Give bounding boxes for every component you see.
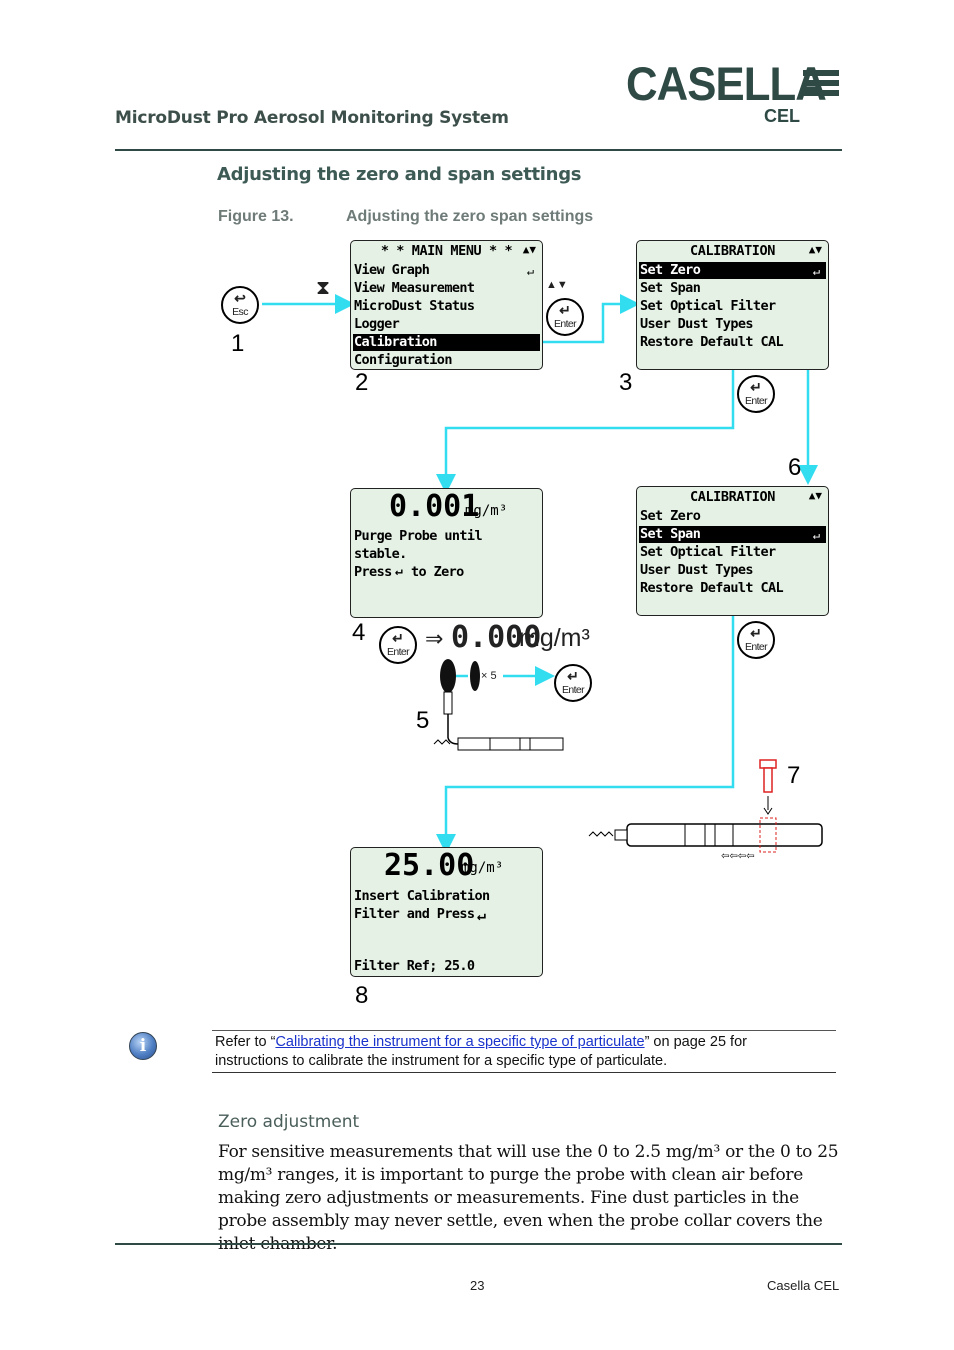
step-number-8: 8 bbox=[355, 982, 369, 1009]
enter-button-label: Enter bbox=[553, 318, 577, 330]
span-instruction-line-1: Insert Calibration bbox=[354, 888, 490, 904]
zero-instruction-line-3: Press bbox=[354, 564, 392, 580]
zero-instruction-line-4: to Zero bbox=[411, 564, 464, 580]
figure-title: Adjusting the zero span settings bbox=[346, 208, 594, 225]
zero-instruction-line-1: Purge Probe until bbox=[354, 528, 483, 544]
calibration-filter-probe-icon: ⇦⇦⇦⇦ bbox=[588, 759, 823, 862]
enter-icon: ↵ bbox=[812, 528, 820, 542]
zero-adjustment-paragraph: For sensitive measurements that will use… bbox=[218, 1142, 839, 1254]
menu-item-view-graph[interactable]: View Graph bbox=[354, 262, 430, 278]
enter-button[interactable]: ↵ Enter bbox=[379, 626, 417, 664]
enter-button[interactable]: ↵ Enter bbox=[737, 621, 775, 659]
menu-item-user-dust-types[interactable]: User Dust Types bbox=[640, 562, 754, 578]
main-menu-screen: * * MAIN MENU * * ▲▼ View Graph ↵ View M… bbox=[350, 240, 543, 370]
enter-button[interactable]: ↵ Enter bbox=[554, 664, 592, 702]
enter-button-label: Enter bbox=[744, 395, 768, 407]
menu-item-microdust-status[interactable]: MicroDust Status bbox=[354, 298, 475, 314]
menu-item-set-span[interactable]: Set Span bbox=[639, 526, 826, 543]
menu-item-restore-default-cal[interactable]: Restore Default CAL bbox=[640, 334, 784, 350]
hourglass-icon: ⧗ bbox=[316, 277, 331, 299]
enter-arrow-icon: ↵ bbox=[750, 379, 762, 395]
step-number-6: 6 bbox=[788, 454, 802, 481]
note-text: Refer to “Calibrating the instrument for… bbox=[215, 1033, 815, 1071]
span-reading-unit: mg/m³ bbox=[461, 860, 504, 876]
note-suffix: ” on page 25 for instructions to calibra… bbox=[215, 1034, 747, 1069]
zero-adjustment-heading: Zero adjustment bbox=[218, 1112, 360, 1132]
menu-item-user-dust-types[interactable]: User Dust Types bbox=[640, 316, 754, 332]
calibration-menu-screen-zero: CALIBRATION ▲▼ Set Zero ↵ Set Span Set O… bbox=[636, 240, 829, 370]
enter-arrow-icon: ↵ bbox=[392, 630, 404, 646]
zero-result-reading: 0.000 bbox=[451, 620, 542, 655]
step-number-5: 5 bbox=[416, 707, 430, 734]
menu-item-set-zero[interactable]: Set Zero bbox=[639, 262, 826, 279]
enter-arrow-icon: ↵ bbox=[567, 668, 579, 684]
menu-item-set-zero[interactable]: Set Zero bbox=[640, 508, 701, 524]
note-prefix: Refer to “ bbox=[215, 1034, 276, 1050]
enter-icon: ↵ bbox=[477, 906, 487, 924]
filter-reference: Filter Ref; 25.0 bbox=[354, 958, 475, 974]
casella-logo-sub: CEL bbox=[764, 106, 800, 126]
menu-item-restore-default-cal[interactable]: Restore Default CAL bbox=[640, 580, 784, 596]
step-number-2: 2 bbox=[355, 369, 369, 396]
document-title: MicroDust Pro Aerosol Monitoring System bbox=[115, 108, 509, 128]
step-number-1: 1 bbox=[231, 330, 245, 357]
footer-company: Casella CEL bbox=[767, 1278, 840, 1293]
span-reading: 25.00 bbox=[384, 848, 475, 883]
casella-logo-bars-icon bbox=[803, 70, 839, 100]
up-down-arrows-icon: ▲▼ bbox=[546, 279, 568, 291]
back-arrow-icon: ↩ bbox=[234, 290, 246, 306]
enter-button[interactable]: ↵ Enter bbox=[737, 375, 775, 413]
menu-item-set-span[interactable]: Set Span bbox=[640, 280, 701, 296]
info-icon: i bbox=[129, 1032, 157, 1060]
enter-button[interactable]: ↵ Enter bbox=[546, 298, 584, 336]
enter-icon: ↵ bbox=[812, 264, 820, 278]
esc-button[interactable]: ↩ Esc bbox=[221, 286, 259, 324]
up-down-arrows-icon: ▲▼ bbox=[522, 243, 536, 256]
enter-icon: ↵ bbox=[526, 264, 534, 278]
note-box bbox=[212, 1030, 836, 1073]
zero-instruction-line-2: stable. bbox=[354, 546, 407, 562]
page-number: 23 bbox=[470, 1278, 485, 1293]
zero-reading: 0.001 bbox=[389, 489, 480, 524]
menu-item-configuration[interactable]: Configuration bbox=[354, 352, 452, 368]
menu-item-calibration[interactable]: Calibration bbox=[353, 334, 540, 351]
zero-screen: 0.001 mg/m³ Purge Probe until stable. Pr… bbox=[350, 488, 543, 618]
enter-button-label: Enter bbox=[386, 646, 410, 658]
casella-logo-wordmark: CASELLA bbox=[626, 57, 827, 110]
figure-number: Figure 13. bbox=[218, 208, 294, 225]
enter-arrow-icon: ↵ bbox=[559, 302, 571, 318]
menu-item-set-optical-filter[interactable]: Set Optical Filter bbox=[640, 298, 776, 314]
enter-icon: ↵ bbox=[395, 564, 403, 579]
purge-bulb-probe-icon bbox=[433, 659, 564, 751]
main-menu-header: * * MAIN MENU * * bbox=[380, 243, 513, 259]
span-instruction-line-2: Filter and Press bbox=[354, 906, 475, 922]
footer-rule bbox=[115, 1243, 842, 1245]
step-number-3: 3 bbox=[619, 369, 633, 396]
menu-item-logger[interactable]: Logger bbox=[354, 316, 400, 332]
esc-button-label: Esc bbox=[232, 306, 248, 318]
step-number-7: 7 bbox=[787, 762, 801, 789]
calibration-menu-header: CALIBRATION bbox=[689, 489, 775, 505]
zero-result-unit: mg/m³ bbox=[519, 624, 590, 652]
svg-text:⇦⇦⇦⇦: ⇦⇦⇦⇦ bbox=[721, 851, 755, 862]
enter-button-label: Enter bbox=[561, 684, 585, 696]
header-rule bbox=[115, 149, 842, 151]
calibration-menu-screen-span: CALIBRATION ▲▼ Set Zero Set Span ↵ Set O… bbox=[636, 486, 829, 616]
up-down-arrows-icon: ▲▼ bbox=[808, 489, 822, 502]
up-down-arrows-icon: ▲▼ bbox=[808, 243, 822, 256]
section-heading: Adjusting the zero and span settings bbox=[217, 164, 582, 185]
step-number-4: 4 bbox=[352, 619, 366, 646]
menu-item-view-measurement[interactable]: View Measurement bbox=[354, 280, 475, 296]
span-screen: 25.00 mg/m³ Insert Calibration Filter an… bbox=[350, 847, 543, 977]
pump-count-label: × 5 bbox=[481, 670, 497, 682]
implies-arrow-icon: ⇒ bbox=[425, 626, 444, 651]
enter-arrow-icon: ↵ bbox=[750, 625, 762, 641]
zero-reading-unit: mg/m³ bbox=[465, 503, 508, 519]
enter-button-label: Enter bbox=[744, 641, 768, 653]
calibration-menu-header: CALIBRATION bbox=[689, 243, 775, 259]
menu-item-set-optical-filter[interactable]: Set Optical Filter bbox=[640, 544, 776, 560]
calibration-particulate-link[interactable]: Calibrating the instrument for a specifi… bbox=[275, 1034, 645, 1050]
